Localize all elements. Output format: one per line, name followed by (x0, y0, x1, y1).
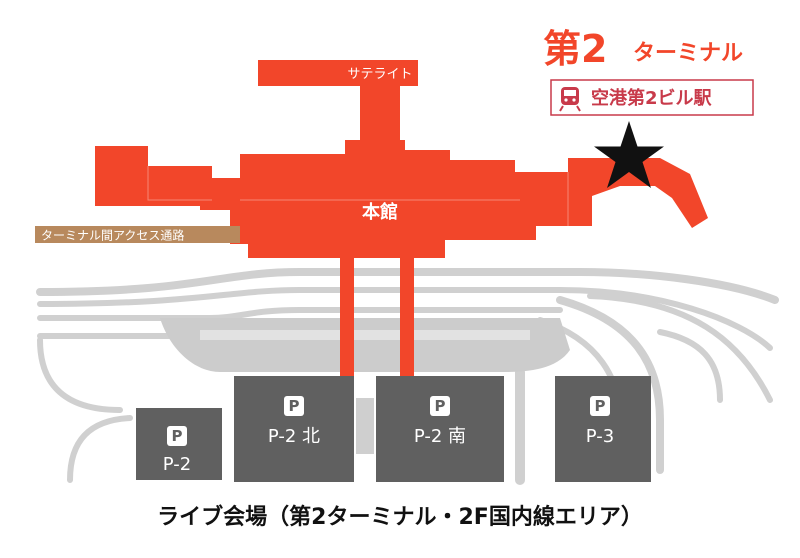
pier-right (400, 256, 414, 376)
station-label-box: 空港第2ビル駅 (550, 79, 754, 116)
road-left-loop (37, 337, 123, 413)
train-icon-window (564, 90, 576, 96)
parking-symbol-box (430, 396, 450, 416)
train-icon-rails (559, 105, 581, 112)
parking-lot-p2-north-block (234, 376, 354, 482)
road-right-curve-3 (587, 293, 773, 403)
parking-lot-p2-south-block (376, 376, 504, 482)
parking-symbol: P (435, 397, 446, 415)
road-upper-loop-2 (37, 287, 773, 351)
road-middle (37, 307, 563, 321)
parking-lot-gap (356, 398, 374, 454)
road-bottom-left (67, 415, 133, 483)
terminal-number: 第2 (543, 27, 607, 71)
walkway: ターミナル間アクセス通路 (35, 226, 240, 243)
star-icon (594, 121, 664, 188)
parking-icon-p2: P (167, 426, 187, 446)
parking-symbol: P (595, 397, 606, 415)
terminal-heading: 第2 ターミナル (543, 27, 743, 71)
parking-icon-p3: P (590, 396, 610, 416)
terminal-building (95, 60, 708, 376)
pier-left (340, 256, 354, 376)
main-building (95, 140, 708, 258)
parking-symbol-box (167, 426, 187, 446)
road-plaza (160, 318, 570, 372)
venue-caption: ライブ会場（第2ターミナル・2F国内線エリア） (157, 504, 643, 530)
parking-symbol-box (590, 396, 610, 416)
parking-icon-p2-south: P (430, 396, 450, 416)
train-icon (559, 87, 581, 112)
main-building-label: 本館 (362, 201, 398, 223)
train-icon-light-left (564, 98, 568, 102)
satellite-label: サテライト (347, 67, 412, 82)
walkway-bar (35, 226, 240, 243)
parking-symbol-box (284, 396, 304, 416)
satellite-connector (360, 80, 400, 144)
road-upper-loop (36, 268, 779, 304)
parking-symbol: P (289, 397, 300, 415)
walkway-label: ターミナル間アクセス通路 (41, 228, 184, 243)
terminal-suffix: ターミナル (633, 41, 743, 66)
train-icon-light-right (572, 98, 576, 102)
road-plaza-stripe (200, 330, 530, 340)
parking-icon-p2-north: P (284, 396, 304, 416)
parking-lot-p3-block (555, 376, 651, 482)
parking-symbol: P (172, 427, 183, 445)
parking-label-p2: P-2 (163, 454, 191, 475)
road-right-curve-1 (556, 296, 664, 474)
station-label-frame (550, 79, 754, 116)
outline-left-wing (147, 166, 212, 201)
station-name: 空港第2ビル駅 (591, 87, 713, 109)
road-right-loop (657, 329, 723, 403)
parking-label-p3: P-3 (586, 426, 614, 447)
parking-lots: P P-2 P P-2 北 P P-2 南 P P-3 (136, 376, 651, 482)
parking-label-p2-south: P-2 南 (414, 426, 466, 447)
parking-label-p2-north: P-2 北 (268, 426, 320, 447)
building-outline-details (147, 166, 569, 226)
